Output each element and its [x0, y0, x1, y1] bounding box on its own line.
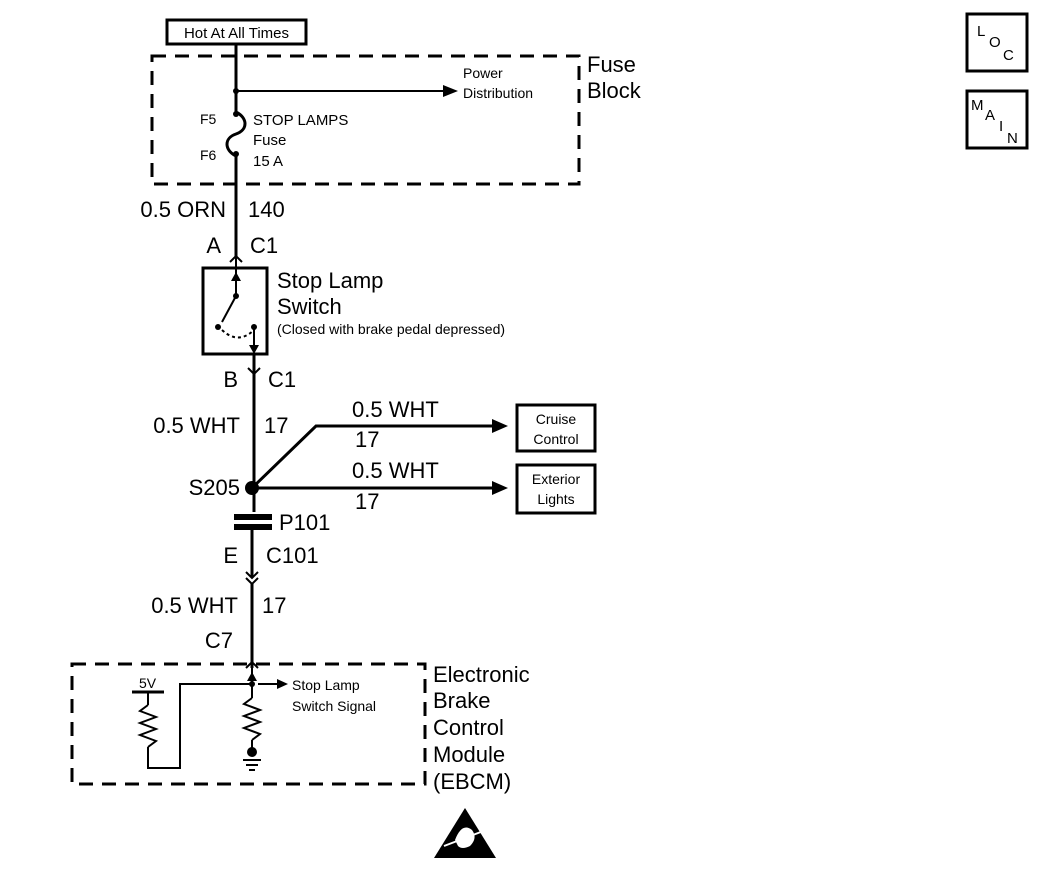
signal-arrow-icon	[277, 679, 288, 689]
connector-e-name: C101	[266, 543, 319, 568]
pass-through-label: P101	[279, 510, 330, 535]
power-distribution-line2: Distribution	[463, 85, 533, 101]
connector-b-name: C1	[268, 367, 296, 392]
connector-c7-icon	[245, 660, 259, 669]
stop-lamp-switch-name-line1: Stop Lamp	[277, 268, 383, 293]
connector-c7-label: C7	[205, 628, 233, 653]
ebcm-name-line3: Control	[433, 715, 504, 740]
ground-icon	[243, 759, 261, 771]
power-source-text: Hot At All Times	[184, 25, 289, 42]
loc-letter-2: O	[989, 34, 1001, 51]
wire-17-trunk-circuit: 17	[264, 413, 288, 438]
connector-a-pin: A	[206, 233, 221, 258]
main-letter-2: A	[985, 107, 995, 124]
ebcm-name-line5: (EBCM)	[433, 769, 511, 794]
power-source-label: Hot At All Times	[165, 18, 308, 46]
splice-s205-label: S205	[189, 475, 240, 500]
main-letter-4: N	[1007, 130, 1018, 147]
pulldown-resistor-icon	[241, 697, 263, 741]
connector-b-pin: B	[223, 367, 238, 392]
wire-140-gauge: 0.5 ORN	[140, 197, 226, 222]
connector-e-pin: E	[223, 543, 238, 568]
power-distribution-arrow-icon	[443, 85, 458, 97]
esd-warning-icon	[434, 808, 496, 858]
ebcm-boundary	[70, 662, 427, 786]
branch-cruise-circuit: 17	[355, 427, 379, 452]
ebcm-name-line4: Module	[433, 742, 505, 767]
exterior-lights-line1: Exterior	[532, 471, 581, 487]
branch-cruise-arrow-icon	[492, 419, 508, 433]
ebcm-internal-circuit: 5V Stop Lamp Switch Signal	[132, 668, 376, 771]
cruise-control-line1: Cruise	[536, 411, 577, 427]
fuse-block-title-line1: Fuse	[587, 52, 636, 77]
loc-letter-3: C	[1003, 47, 1014, 64]
wire-17-trunk-gauge: 0.5 WHT	[153, 413, 240, 438]
fuse-icon	[225, 110, 247, 158]
wire-140-circuit: 140	[248, 197, 285, 222]
switch-contact-icon	[215, 258, 259, 354]
main-letter-1: M	[971, 97, 984, 114]
ebcm-voltage-label: 5V	[139, 675, 157, 691]
stop-lamp-switch-name-line2: Switch	[277, 294, 342, 319]
branch-exterior-circuit: 17	[355, 489, 379, 514]
ebcm-signal-line2: Switch Signal	[292, 698, 376, 714]
exterior-lights-box	[515, 463, 597, 515]
cruise-control-line2: Control	[533, 431, 578, 447]
ebcm-name-line2: Brake	[433, 688, 490, 713]
pullup-resistor-icon	[137, 704, 159, 748]
fuse-pin-top: F5	[200, 111, 217, 127]
fuse-block-boundary	[150, 54, 581, 186]
connector-a-name: C1	[250, 233, 278, 258]
loc-nav-button[interactable]: L O C	[965, 12, 1029, 73]
fuse-name-line1: STOP LAMPS	[253, 112, 348, 129]
stop-lamp-switch-note: (Closed with brake pedal depressed)	[277, 321, 505, 337]
branch-cruise-wire	[250, 424, 494, 490]
ebcm-signal-line1: Stop Lamp	[292, 677, 360, 693]
pass-through-icon	[234, 514, 272, 530]
wire-17-lower-gauge: 0.5 WHT	[151, 593, 238, 618]
power-distribution-line1: Power	[463, 65, 503, 81]
loc-letter-1: L	[977, 23, 985, 40]
fuse-rating: 15 A	[253, 153, 283, 170]
branch-exterior-arrow-icon	[492, 481, 508, 495]
exterior-lights-line2: Lights	[537, 491, 574, 507]
cruise-control-box	[515, 403, 597, 453]
main-letter-3: I	[999, 118, 1003, 135]
wire-17-lower-circuit: 17	[262, 593, 286, 618]
branch-exterior-gauge: 0.5 WHT	[352, 458, 439, 483]
fuse-name-line2: Fuse	[253, 132, 286, 149]
branch-cruise-gauge: 0.5 WHT	[352, 397, 439, 422]
connector-a-icon	[229, 254, 243, 263]
fuse-pin-bottom: F6	[200, 147, 217, 163]
main-nav-button[interactable]: M A I N	[965, 89, 1029, 150]
fuse-block-title-line2: Block	[587, 78, 642, 103]
ebcm-name-line1: Electronic	[433, 662, 530, 687]
